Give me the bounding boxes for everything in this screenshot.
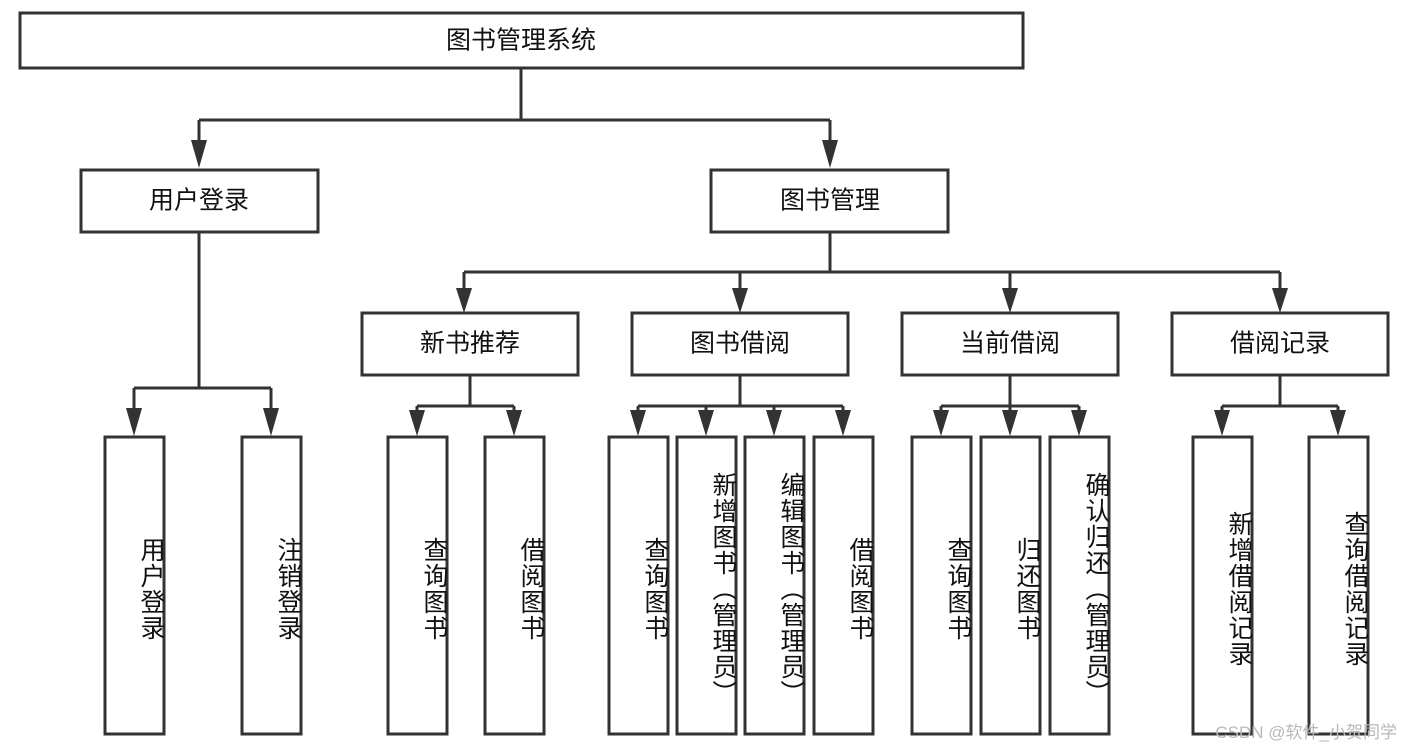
node-user-login-box[interactable] [79,168,320,234]
leaf-borrow-record-2-label: 查询借阅记录 [1341,510,1368,667]
arrow-head-cb-leaf-2 [1002,410,1018,436]
arrow-head-bb-leaf-4 [835,410,851,436]
node-current-borrow-label: 当前借阅 [960,330,1060,358]
node-new-book-recommend-label: 新书推荐 [420,330,520,358]
arrow-head-nb-leaf-2 [506,410,522,436]
arrow-head-br-leaf-2 [1330,410,1346,436]
leaf-book-borrow-3-box[interactable] [743,435,806,736]
node-user-login-label: 用户登录 [149,187,249,215]
connector-group-current-borrow [933,375,1087,436]
connector-group-root [191,68,838,168]
leaf-book-borrow-1[interactable]: 查询图书 [607,435,670,736]
node-book-borrow-box[interactable] [630,311,850,377]
node-new-book-recommend[interactable]: 新书推荐 [360,311,580,377]
leaf-current-borrow-1-label: 查询图书 [944,536,971,641]
node-borrow-record[interactable]: 借阅记录 [1170,311,1390,377]
arrow-head-new-book [456,288,472,313]
connector-group-book-mgmt [456,232,1288,313]
leaf-borrow-record-1[interactable]: 新增借阅记录 [1191,435,1254,736]
arrow-head-bb-leaf-1 [630,410,646,436]
node-book-management-box[interactable] [709,168,950,234]
leaf-current-borrow-1[interactable]: 查询图书 [910,435,973,736]
leaf-book-borrow-4-label: 借阅图书 [846,536,873,641]
arrow-head-bb-leaf-2 [698,410,714,436]
arrow-head-nb-leaf-1 [409,410,425,436]
leaf-user-login-1[interactable]: 用户登录 [103,435,166,736]
leaf-current-borrow-3-box[interactable] [1048,435,1111,736]
leaf-borrow-record-1-label: 新增借阅记录 [1225,510,1252,667]
leaf-new-book-1-box[interactable] [386,435,449,736]
node-borrow-record-box[interactable] [1170,311,1390,377]
leaf-new-book-2-label: 借阅图书 [517,536,544,641]
node-current-borrow[interactable]: 当前借阅 [900,311,1120,377]
leaf-book-borrow-3[interactable]: 编辑图书（管理员） [743,435,806,736]
arrow-head-book-mgmt [822,140,838,168]
leaf-new-book-2[interactable]: 借阅图书 [483,435,546,736]
node-user-login[interactable]: 用户登录 [79,168,320,234]
leaf-book-borrow-2[interactable]: 新增图书（管理员） [675,435,738,736]
leaf-user-login-1-label: 用户登录 [137,536,164,641]
leaf-book-borrow-1-label: 查询图书 [641,536,668,641]
connector-group-new-book [409,375,522,436]
leaf-current-borrow-3[interactable]: 确认归还（管理员） [1048,435,1111,736]
leaf-current-borrow-3-label: 确认归还（管理员） [1082,471,1109,706]
arrow-head-cb-leaf-3 [1071,410,1087,436]
leaf-borrow-record-1-box[interactable] [1191,435,1254,736]
leaf-borrow-record-2-box[interactable] [1307,435,1370,736]
node-book-management-label: 图书管理 [780,187,880,215]
node-book-borrow-label: 图书借阅 [690,330,790,358]
leaf-current-borrow-2-box[interactable] [979,435,1042,736]
connector-group-book-borrow [630,375,851,436]
node-new-book-recommend-box[interactable] [360,311,580,377]
leaf-new-book-1[interactable]: 查询图书 [386,435,449,736]
leaf-user-login-1-box[interactable] [103,435,166,736]
node-borrow-record-label: 借阅记录 [1230,330,1330,358]
node-root-box[interactable] [18,11,1025,70]
leaf-current-borrow-1-box[interactable] [910,435,973,736]
arrow-head-cb-leaf-1 [933,410,949,436]
leaf-new-book-1-label: 查询图书 [420,536,447,641]
connector-group-borrow-record [1214,375,1346,436]
leaf-book-borrow-1-box[interactable] [607,435,670,736]
leaf-new-book-2-box[interactable] [483,435,546,736]
arrow-head-bb-leaf-3 [766,410,782,436]
connector-group-user-login [126,232,279,436]
leaf-book-borrow-3-label: 编辑图书（管理员） [777,471,804,706]
node-current-borrow-box[interactable] [900,311,1120,377]
leaf-user-login-2-box[interactable] [240,435,303,736]
arrow-head-leaf-logout [263,408,279,436]
leaf-book-borrow-4-box[interactable] [812,435,875,736]
arrow-head-borrow-record [1272,288,1288,313]
leaf-current-borrow-2-label: 归还图书 [1013,536,1040,641]
arrow-head-current-borrow [1002,288,1018,313]
leaf-book-borrow-4[interactable]: 借阅图书 [812,435,875,736]
leaf-book-borrow-2-label: 新增图书（管理员） [709,471,736,706]
node-root-label: 图书管理系统 [446,27,596,55]
leaf-book-borrow-2-box[interactable] [675,435,738,736]
leaf-current-borrow-2[interactable]: 归还图书 [979,435,1042,736]
arrow-head-leaf-user-login [126,408,142,436]
arrow-head-book-borrow [732,288,748,313]
leaf-user-login-2-label: 注销登录 [274,536,301,641]
node-book-management[interactable]: 图书管理 [709,168,950,234]
node-root[interactable]: 图书管理系统 [18,11,1025,70]
arrow-head-br-leaf-1 [1214,410,1230,436]
leaf-borrow-record-2[interactable]: 查询借阅记录 [1307,435,1370,736]
leaf-user-login-2[interactable]: 注销登录 [240,435,303,736]
arrow-head-user-login [191,140,207,168]
node-book-borrow[interactable]: 图书借阅 [630,311,850,377]
